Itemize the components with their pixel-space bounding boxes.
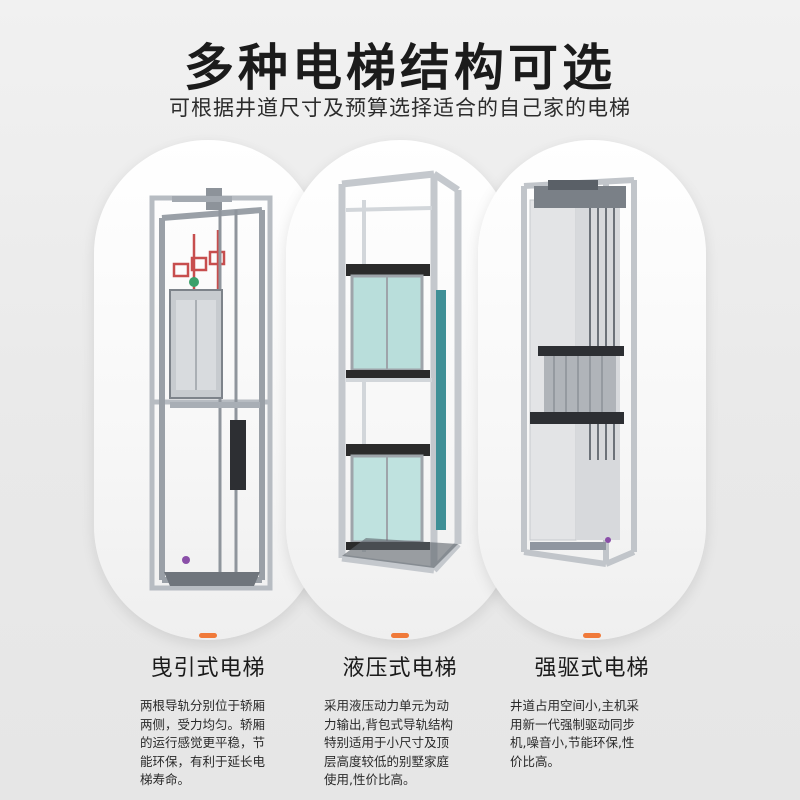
hydraulic-elevator-card xyxy=(286,140,514,640)
hydraulic-elevator-description: 采用液压动力单元为动 力输出,背包式导轨结构 特别适用于小尺寸及顶 层高度较低的… xyxy=(324,698,453,787)
forced-drive-elevator-name: 强驱式电梯 xyxy=(534,656,650,681)
hydraulic-elevator-icon xyxy=(338,170,462,574)
traction-elevator-name: 曳引式电梯 xyxy=(150,656,266,681)
accent-dash-1 xyxy=(199,633,217,638)
forced-drive-elevator-icon xyxy=(521,177,637,567)
accent-dash-3 xyxy=(583,633,601,638)
traction-elevator-icon xyxy=(149,188,273,591)
traction-elevator-description: 两根导轨分别位于轿厢 两侧，受力均匀。轿厢 的运行感觉更平稳，节 能环保，有利于… xyxy=(140,698,266,787)
accent-dash-2 xyxy=(391,633,409,638)
forced-drive-elevator-description: 井道占用空间小,主机采 用新一代强制驱动同步 机,噪音小,节能环保,性 价比高。 xyxy=(510,698,639,769)
hydraulic-elevator-name: 液压式电梯 xyxy=(342,656,458,681)
forced-drive-elevator-card xyxy=(478,140,706,640)
traction-elevator-card xyxy=(94,140,322,640)
page-subtitle: 可根据井道尺寸及预算选择适合的自己家的电梯 xyxy=(169,96,631,120)
page-title: 多种电梯结构可选 xyxy=(184,39,616,97)
